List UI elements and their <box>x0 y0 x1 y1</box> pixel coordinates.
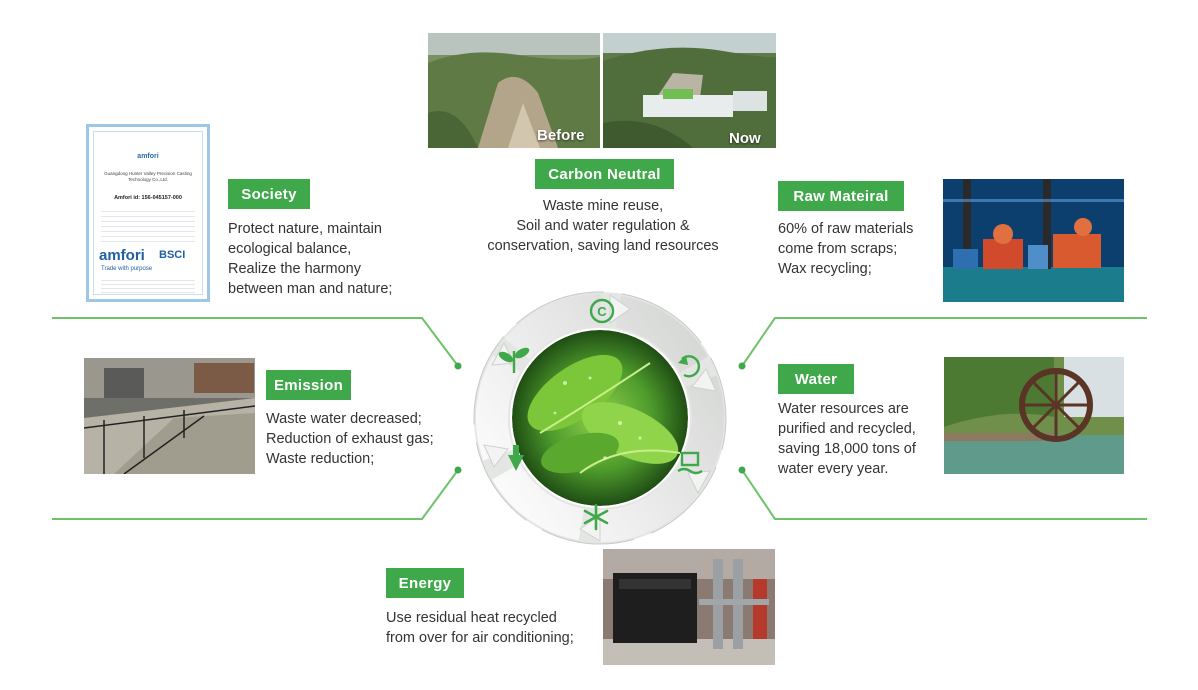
now-mine-photo <box>603 33 776 148</box>
raw-material-label: Raw Mateiral <box>778 181 904 211</box>
cycle-arrowhead <box>691 368 717 392</box>
certificate-company: Guangdong Hunter Valley Precision Castin… <box>89 171 207 183</box>
description-line: Waste mine reuse, <box>542 198 664 214</box>
description-line: purified and recycled, <box>778 421 916 437</box>
description-line: between man and nature; <box>228 281 393 297</box>
certificate-bsci-badge: BSCI <box>159 249 186 261</box>
certificate-amfori-logo: amfori <box>99 247 145 264</box>
water-label: Water <box>778 364 854 394</box>
before-mine-photo <box>428 33 600 148</box>
emission-label: Emission <box>266 370 351 400</box>
description-line: ecological balance, <box>228 241 352 257</box>
carbon-icon: C <box>589 298 615 324</box>
certificate-tagline: Trade with purpose <box>101 266 153 272</box>
before-caption: Before <box>537 127 585 144</box>
connector-dot <box>454 362 462 370</box>
leaf-photo <box>512 330 688 506</box>
description-line: Reduction of exhaust gas; <box>266 431 434 447</box>
society-description: Protect nature, maintain ecological bala… <box>228 219 392 299</box>
connector-dot <box>738 362 746 370</box>
description-line: 60% of raw materials <box>778 221 914 237</box>
society-label: Society <box>228 179 310 209</box>
connector-left-top <box>52 317 459 367</box>
connector-right-bottom <box>741 469 1147 520</box>
certificate-company-line: Technology Co.,Ltd. <box>128 177 168 182</box>
description-line: saving 18,000 tons of <box>778 441 916 457</box>
carbon-neutral-label: Carbon Neutral <box>535 159 674 189</box>
description-line: water every year. <box>778 461 889 477</box>
certificate-id: Amfori id: 156-045157-000 <box>114 195 182 201</box>
description-line: Wax recycling; <box>778 261 872 277</box>
description-line: conservation, saving land resources <box>487 238 719 254</box>
cycle-arrowhead <box>609 294 631 324</box>
description-line: come from scraps; <box>778 241 898 257</box>
connector-right-top <box>741 317 1147 367</box>
heat-recovery-photo <box>603 549 775 665</box>
water-description: Water resources are purified and recycle… <box>778 399 916 479</box>
raw-material-description: 60% of raw materials come from scraps; W… <box>778 219 913 279</box>
description-line: Protect nature, maintain <box>228 221 382 237</box>
amfori-certificate: amfori Guangdong Hunter Valley Precision… <box>86 124 210 302</box>
carbon-neutral-description: Waste mine reuse, Soil and water regulat… <box>468 196 738 256</box>
sprout-icon <box>498 347 530 373</box>
certificate-company-line: Guangdong Hunter Valley Precision Castin… <box>104 171 192 176</box>
factory-photo <box>943 179 1124 302</box>
cycle-arrowhead <box>483 444 509 468</box>
certificate-text-block <box>101 207 195 243</box>
description-line: from over for air conditioning; <box>386 630 574 646</box>
certificate-footer-text <box>101 277 195 293</box>
energy-label: Energy <box>386 568 464 598</box>
energy-description: Use residual heat recycled from over for… <box>386 608 574 648</box>
certificate-org-small: amfori <box>137 153 159 160</box>
snowflake-icon <box>583 503 609 531</box>
connector-dot <box>738 466 746 474</box>
svg-text:C: C <box>597 304 607 319</box>
recycle-icon <box>678 355 701 378</box>
description-line: Waste reduction; <box>266 451 375 467</box>
cycle-diagram: C <box>473 291 727 545</box>
description-line: Water resources are <box>778 401 909 417</box>
description-line: Soil and water regulation & <box>516 218 690 234</box>
connector-dot <box>454 466 462 474</box>
description-line: Realize the harmony <box>228 261 361 277</box>
now-caption: Now <box>729 130 761 147</box>
connector-left-bottom <box>52 469 459 520</box>
description-line: Waste water decreased; <box>266 411 422 427</box>
description-line: Use residual heat recycled <box>386 610 557 626</box>
wastewater-photo <box>84 358 255 474</box>
down-arrow-icon <box>508 445 524 471</box>
water-turbine-icon <box>677 451 703 475</box>
waterwheel-photo <box>944 357 1124 474</box>
emission-description: Waste water decreased; Reduction of exha… <box>266 409 434 469</box>
